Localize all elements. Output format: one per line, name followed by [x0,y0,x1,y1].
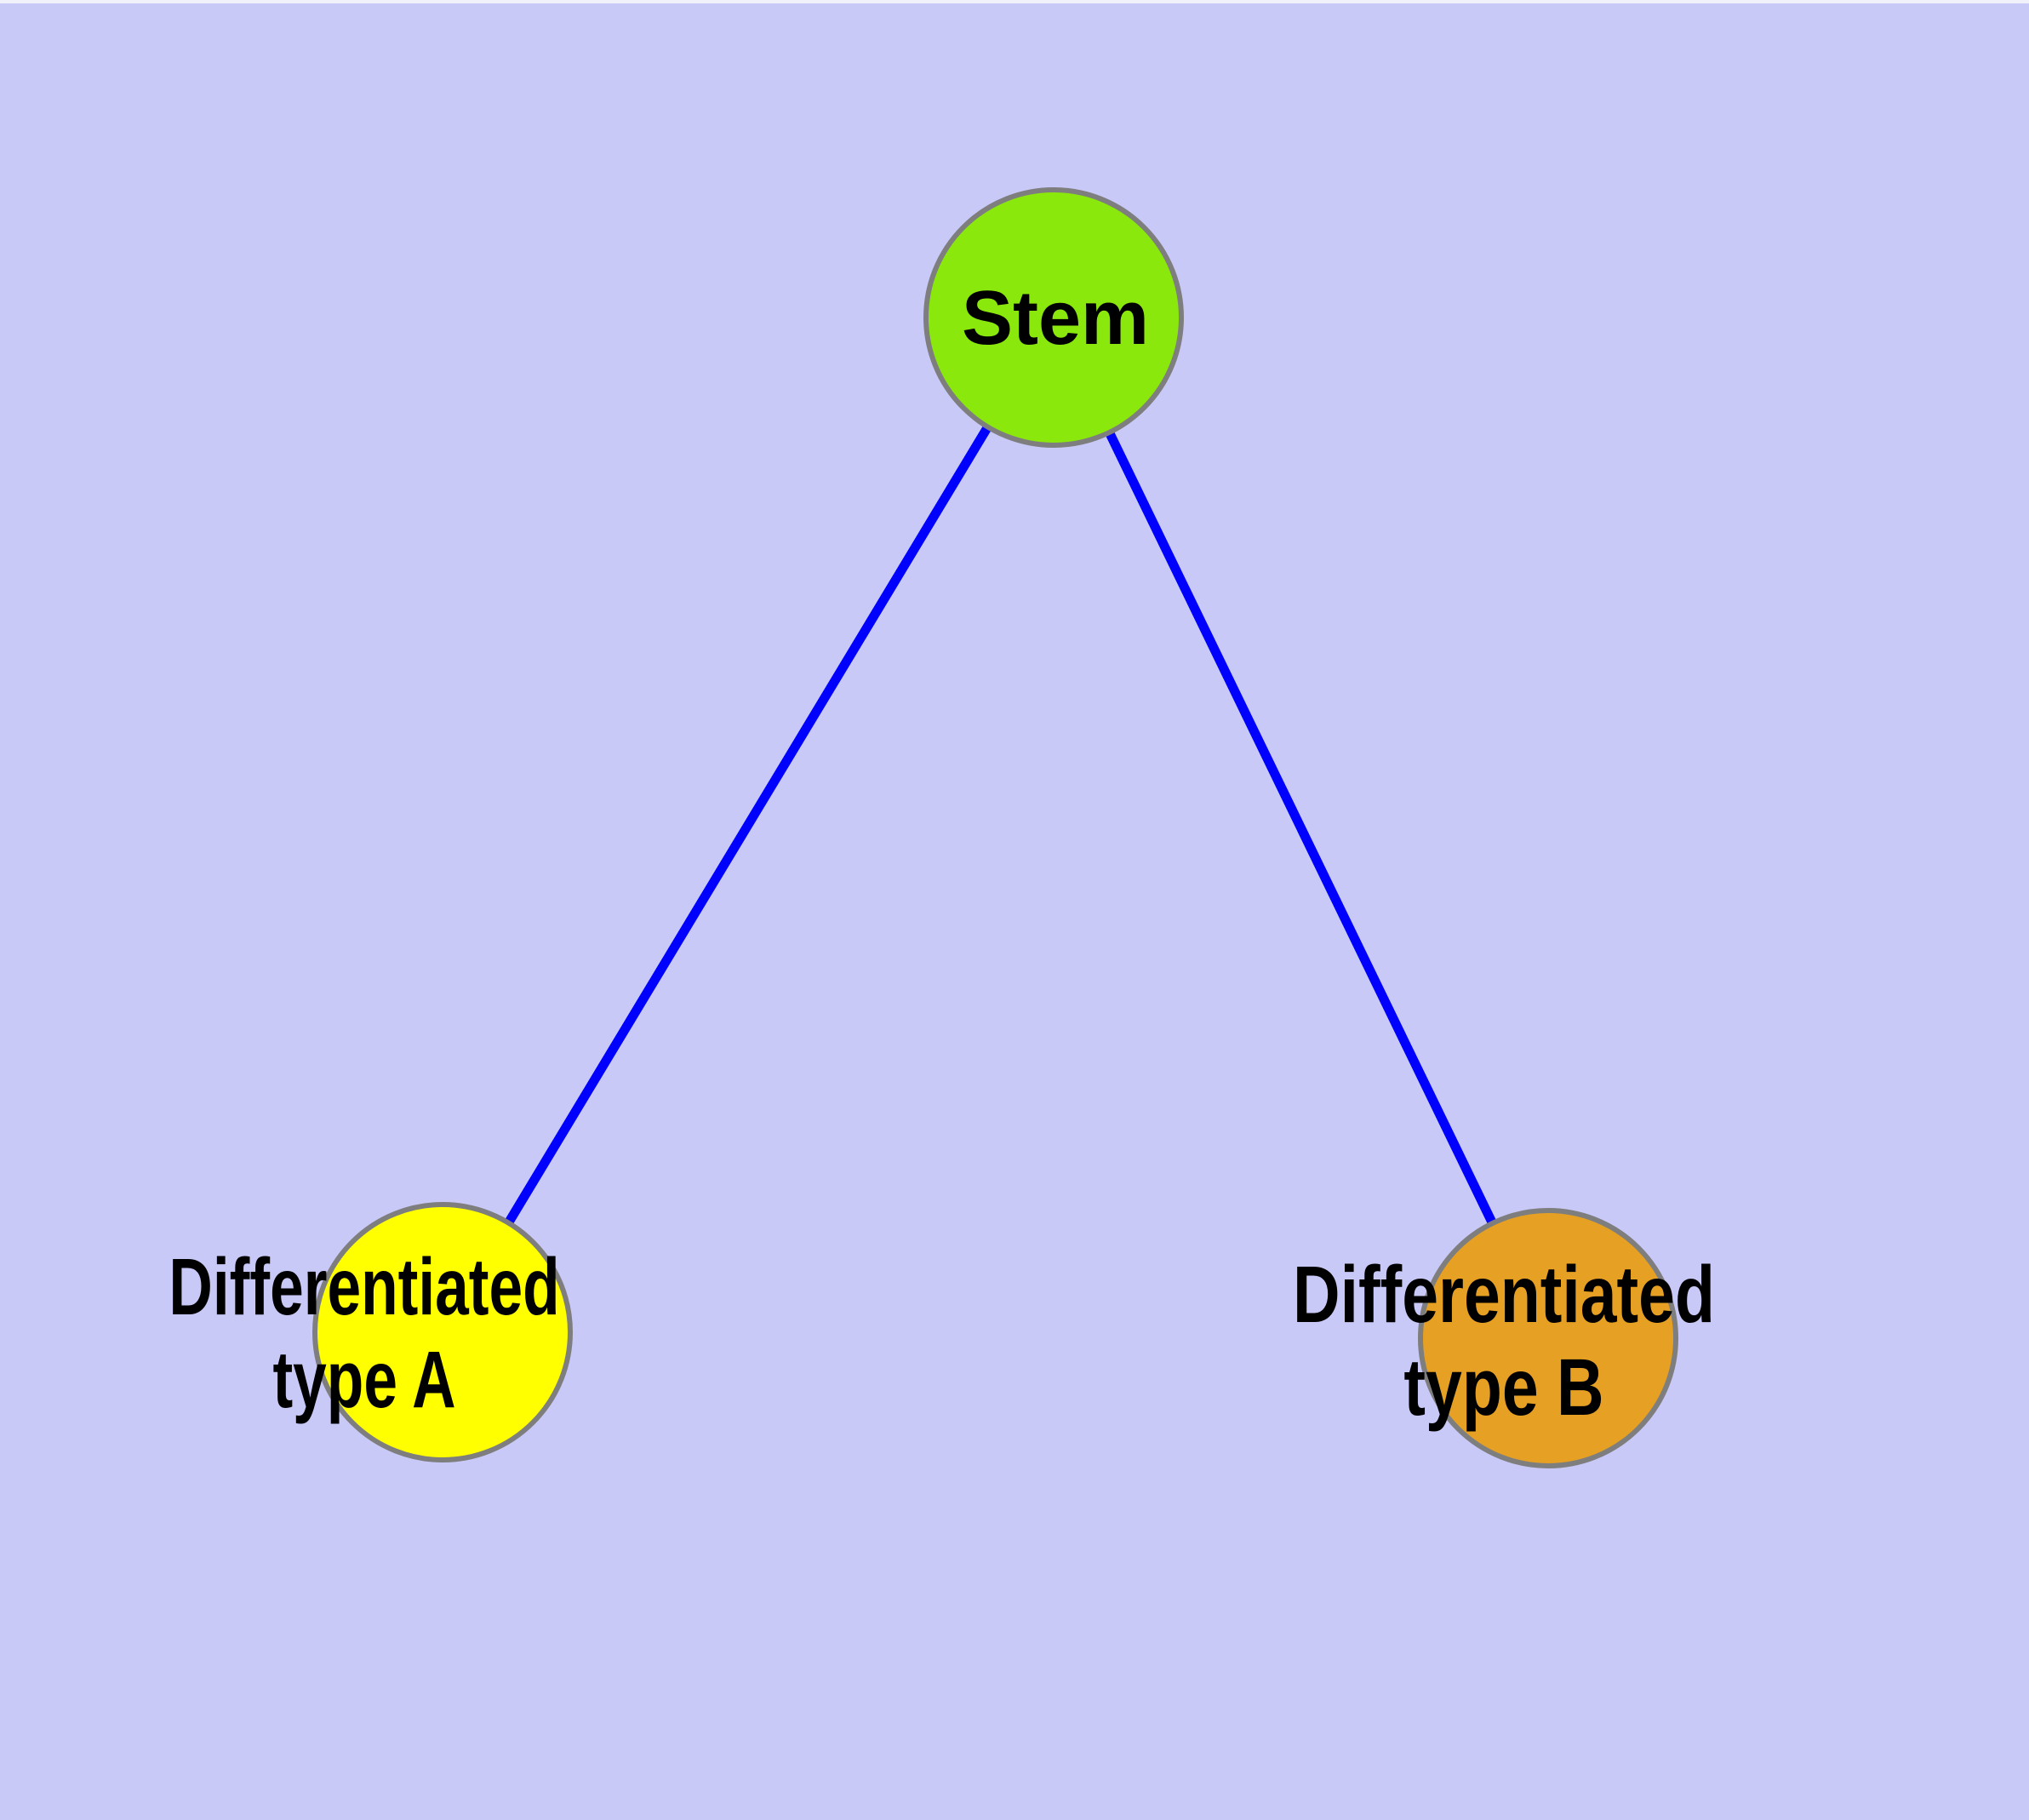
top-edge-highlight [0,0,2029,3]
node-differentiated-type-a-label: Differentiated type A [169,1241,560,1425]
node-differentiated-type-a-circle [312,1202,573,1462]
node-differentiated-type-b-label: Differentiated type B [1293,1249,1715,1433]
edge-stem-to-type-b [1049,312,1553,1343]
node-differentiated-type-b-circle [1418,1208,1678,1468]
edge-stem-to-type-a [437,312,1059,1337]
node-stem-label: Stem [961,276,1150,361]
node-stem-circle [923,187,1184,448]
